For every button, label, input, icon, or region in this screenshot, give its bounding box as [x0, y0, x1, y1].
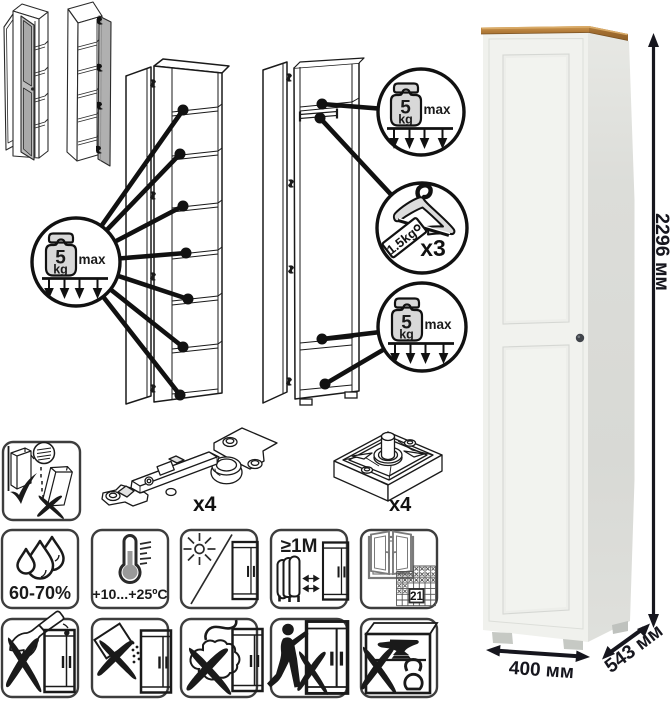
svg-text:21: 21	[410, 591, 423, 603]
svg-text:+10...+25ºC: +10...+25ºC	[92, 587, 167, 603]
svg-text:400 мм: 400 мм	[508, 658, 574, 683]
svg-text:2296 мм: 2296 мм	[651, 213, 672, 291]
svg-text:60-70%: 60-70%	[9, 583, 71, 603]
svg-text:x3: x3	[420, 235, 446, 261]
svg-text:x4: x4	[389, 494, 412, 516]
svg-text:x4: x4	[193, 493, 217, 516]
svg-text:≥1М: ≥1М	[281, 536, 318, 557]
